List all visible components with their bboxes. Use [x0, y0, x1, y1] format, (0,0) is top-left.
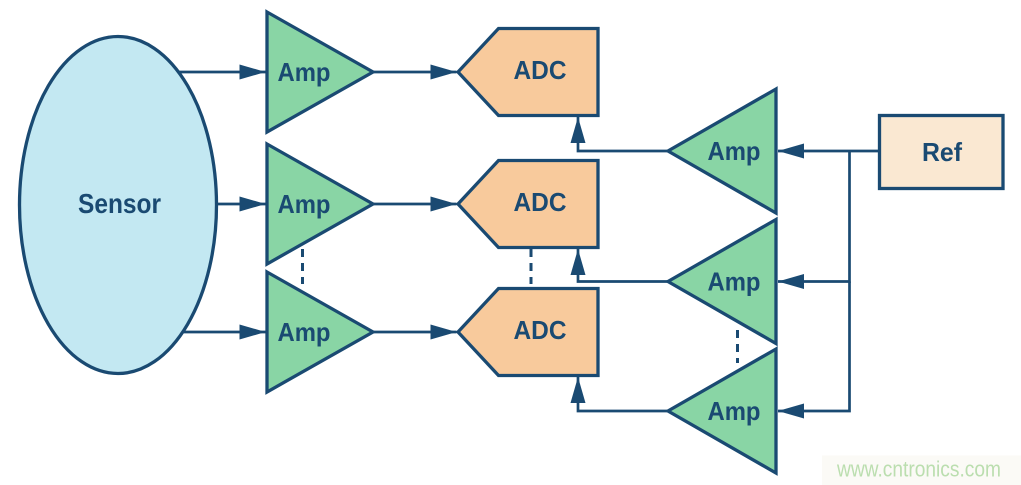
svg-text:ADC: ADC: [514, 187, 567, 217]
svg-text:Amp: Amp: [708, 396, 761, 426]
svg-text:www.cntronics.com: www.cntronics.com: [836, 457, 1001, 482]
svg-text:Amp: Amp: [708, 266, 761, 296]
svg-text:Amp: Amp: [278, 189, 331, 219]
svg-text:Amp: Amp: [278, 317, 331, 347]
svg-text:ADC: ADC: [514, 315, 567, 345]
svg-text:Sensor: Sensor: [78, 188, 161, 219]
svg-text:Ref: Ref: [922, 137, 962, 167]
svg-text:Amp: Amp: [278, 57, 331, 87]
svg-text:Amp: Amp: [708, 136, 761, 166]
svg-text:ADC: ADC: [514, 55, 567, 85]
